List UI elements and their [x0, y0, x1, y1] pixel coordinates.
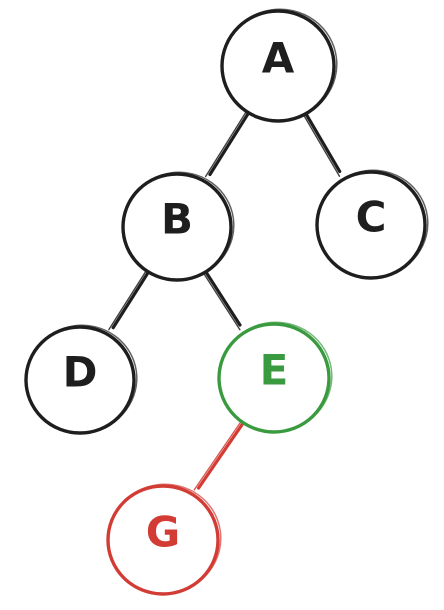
node-circle-sketch — [25, 324, 138, 434]
node-b: B — [121, 171, 235, 282]
edge-line — [208, 106, 254, 177]
edge-line — [197, 416, 248, 490]
edge-sketch-stroke — [303, 114, 341, 177]
edge-line — [111, 265, 153, 330]
node-circle-sketch — [122, 171, 235, 281]
edge-sketch-stroke — [203, 273, 241, 331]
edge-line — [201, 265, 242, 327]
node-label: E — [260, 346, 289, 395]
node-e: E — [217, 321, 333, 434]
node-a: A — [220, 8, 338, 123]
node-circle-sketch — [221, 8, 338, 122]
edges-layer — [108, 106, 342, 491]
edge-b-d — [108, 265, 153, 331]
node-circle-sketch — [316, 169, 429, 279]
node-d: D — [24, 324, 138, 435]
edge-e-g — [193, 416, 248, 491]
node-label: D — [63, 348, 98, 397]
node-label: B — [161, 195, 193, 244]
edge-b-e — [201, 265, 242, 331]
edge-line — [301, 107, 342, 174]
edge-a-c — [301, 107, 342, 177]
nodes-layer: A B C D E G — [24, 8, 429, 596]
edge-sketch-stroke — [108, 270, 147, 331]
node-circle-sketch — [107, 483, 222, 595]
node-label: G — [146, 508, 180, 557]
node-circle-sketch — [218, 321, 333, 433]
edge-a-b — [204, 106, 254, 178]
edge-sketch-stroke — [193, 421, 242, 491]
node-g: G — [106, 483, 222, 596]
node-c: C — [315, 169, 429, 280]
edge-sketch-stroke — [204, 111, 247, 178]
node-label: A — [262, 34, 295, 83]
node-label: C — [356, 193, 387, 242]
